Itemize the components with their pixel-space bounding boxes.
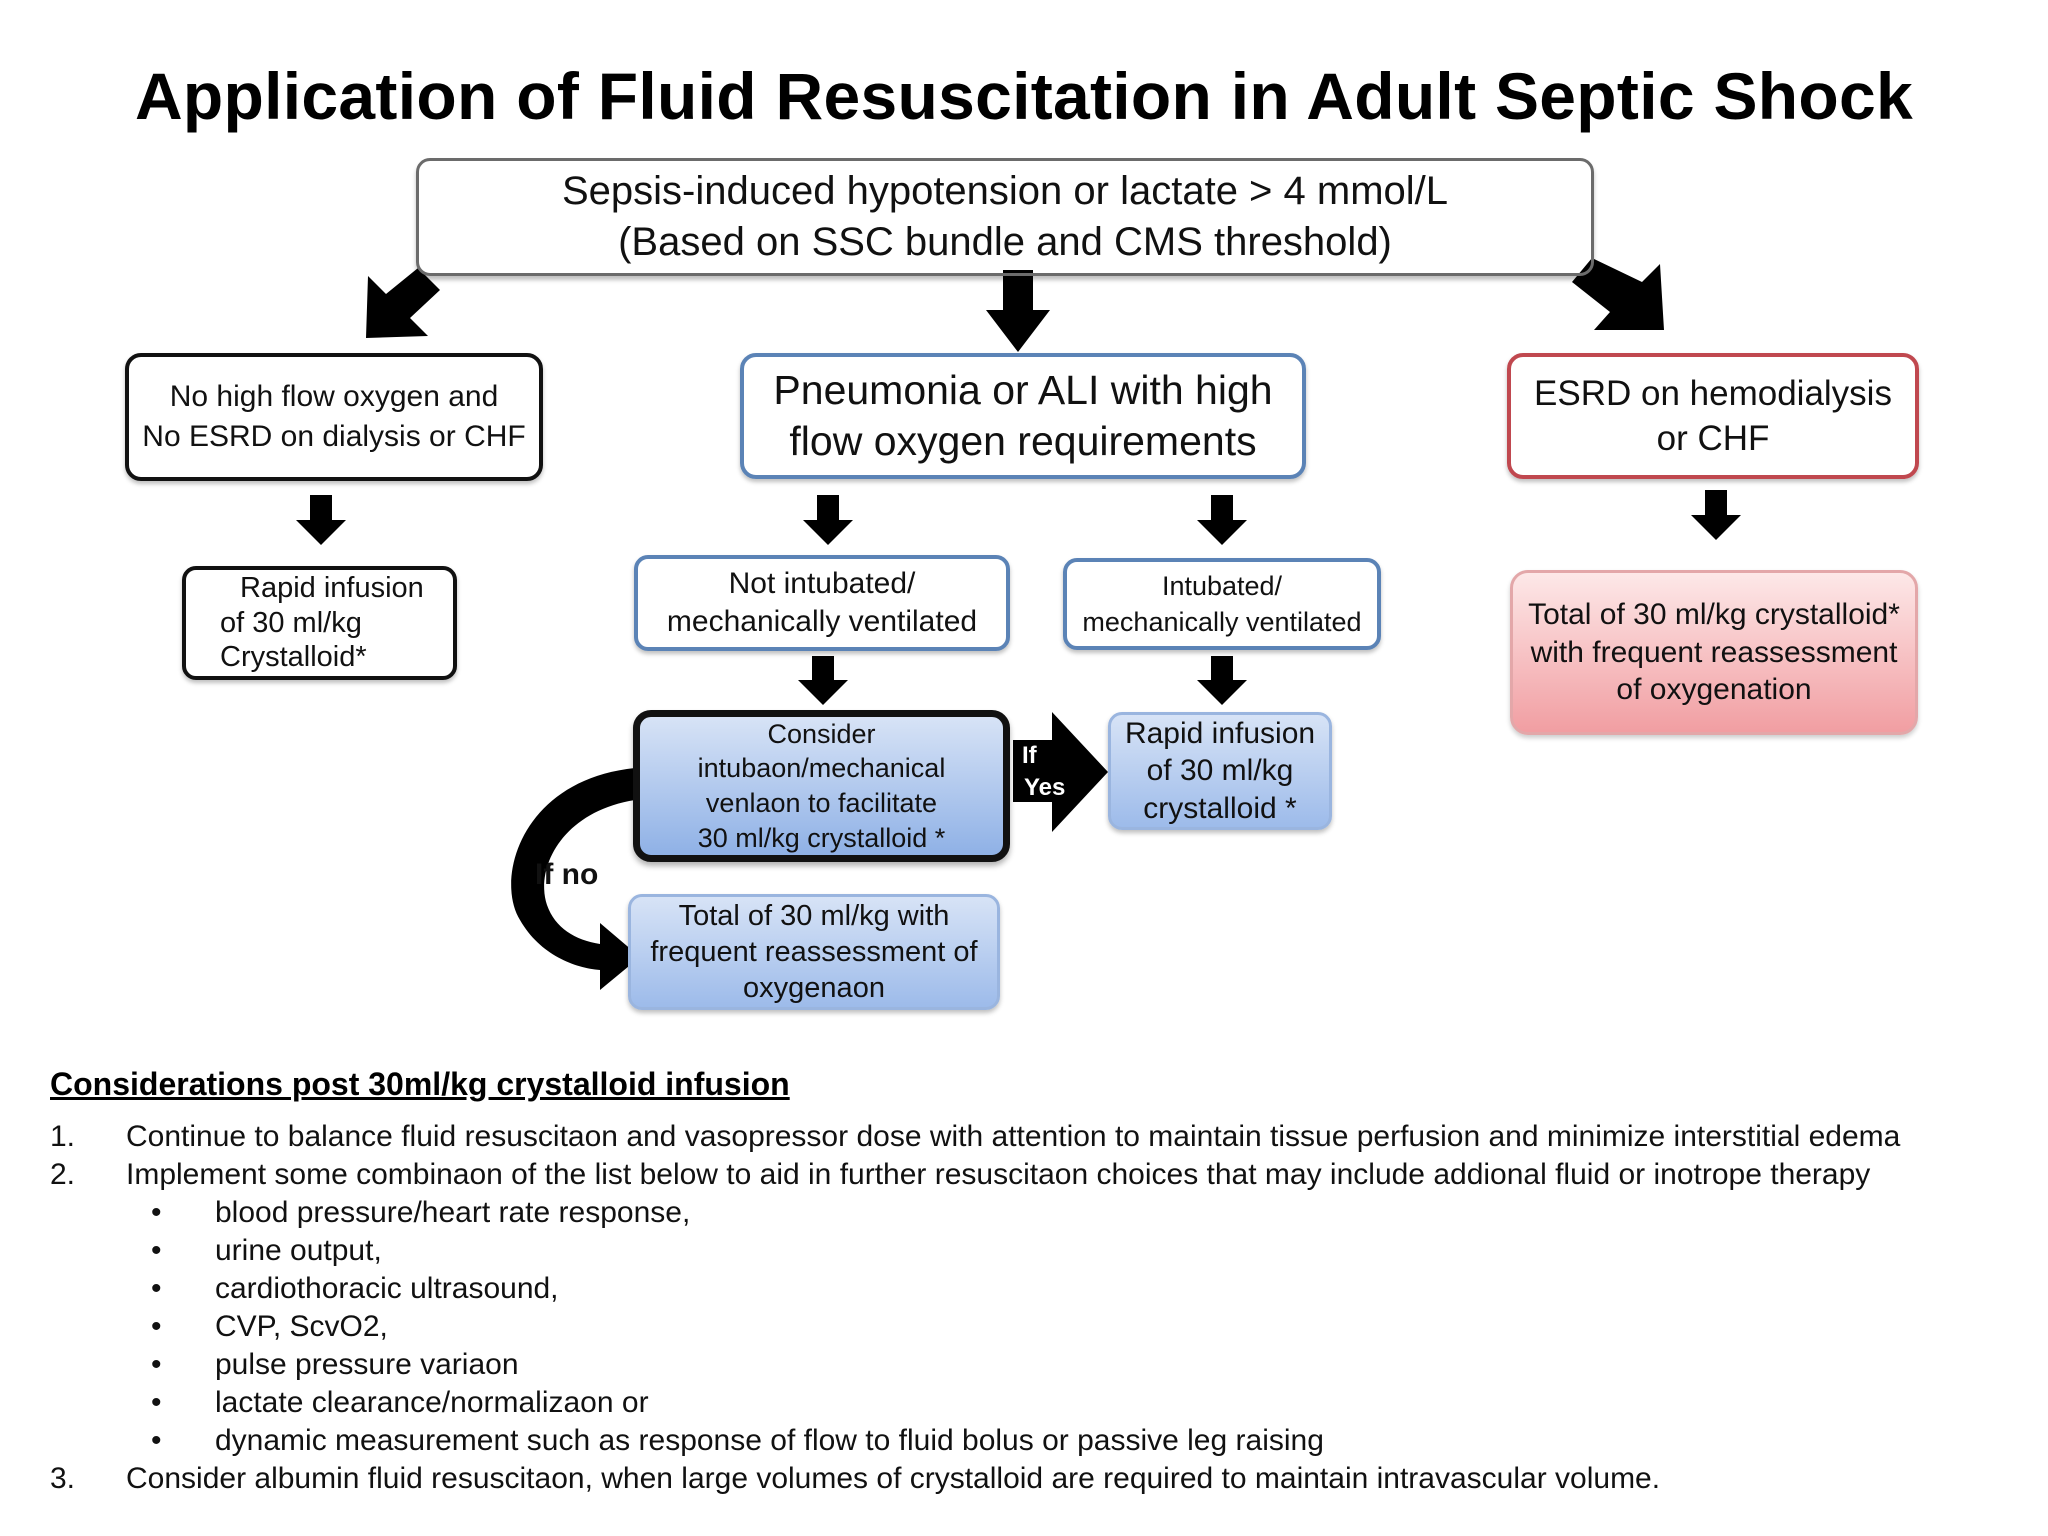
rapid-left-line3: Crystalloid*	[220, 641, 367, 674]
consider-intubation-box: Consider intubaon/mechanical venlaon to …	[633, 710, 1010, 862]
bullet-text: dynamic measurement such as response of …	[215, 1424, 1324, 1457]
total-right-line2: with frequent reassessment	[1530, 635, 1898, 669]
intubated-box: Intubated/ mechanically ventilated	[1063, 558, 1381, 650]
sepsis-criteria-box: Sepsis-induced hypotension or lactate > …	[416, 158, 1594, 276]
arrow-int-down	[1197, 656, 1247, 705]
item-text: Implement some combinaon of the list bel…	[126, 1158, 1871, 1191]
bullet-text: lactate clearance/normalizaon or	[215, 1386, 649, 1419]
total-right-line1: Total of 30 ml/kg crystalloid*	[1528, 598, 1900, 632]
bullet-item-2: • urine output,	[0, 1234, 2048, 1272]
arrow-mid-left-down	[803, 495, 853, 545]
bullet-text: blood pressure/heart rate response,	[215, 1196, 691, 1229]
item-text: Continue to balance fluid resuscitaon an…	[126, 1120, 1901, 1153]
bullet-text: CVP, ScvO2,	[215, 1310, 388, 1343]
bullet-text: urine output,	[215, 1234, 382, 1267]
if-yes-line1: If	[1022, 742, 1037, 769]
bullet-item-7: • dynamic measurement such as response o…	[0, 1424, 2048, 1462]
not-intubated-line1: Not intubated/	[728, 566, 916, 600]
arrow-top-to-left	[366, 268, 440, 338]
esrd-line2: or CHF	[1656, 419, 1770, 458]
consider-line3: venlaon to facilitate	[705, 788, 938, 818]
no-high-flow-oxygen-box: No high flow oxygen and No ESRD on dialy…	[125, 353, 543, 481]
rapid-left-line2: of 30 ml/kg	[220, 606, 362, 639]
total-reassessment-middle-box: Total of 30 ml/kg with frequent reassess…	[628, 894, 1000, 1010]
consider-line2: intubaon/mechanical	[697, 753, 946, 784]
total-mid-line2: frequent reassessment of	[650, 935, 978, 968]
bullet-icon: •	[151, 1310, 162, 1343]
arrow-mid-right-down	[1197, 495, 1247, 545]
considerations-heading: Considerations post 30ml/kg crystalloid …	[50, 1066, 790, 1102]
if-yes-line2: Yes	[1024, 774, 1066, 802]
intubated-line2: mechanically ventilated	[1082, 607, 1362, 637]
bullet-item-3: • cardiothoracic ultrasound,	[0, 1272, 2048, 1310]
rapid-mid-line3: crystalloid *	[1143, 791, 1297, 825]
rapid-infusion-left-box: Rapid infusion of 30 ml/kg Crystalloid*	[182, 566, 457, 680]
bullet-item-4: • CVP, ScvO2,	[0, 1310, 2048, 1348]
bullet-item-5: • pulse pressure variaon	[0, 1348, 2048, 1386]
consider-line4: 30 ml/kg crystalloid *	[697, 822, 946, 853]
esrd-chf-box: ESRD on hemodialysis or CHF	[1507, 353, 1919, 479]
total-mid-line3: oxygenaon	[743, 972, 885, 1005]
bullet-item-1: • blood pressure/heart rate response,	[0, 1196, 2048, 1234]
if-yes-label: If Yes	[1022, 740, 1065, 805]
bullet-icon: •	[151, 1386, 162, 1419]
not-intubated-box: Not intubated/ mechanically ventilated	[634, 555, 1010, 651]
item-number: 2.	[50, 1158, 76, 1191]
arrow-if-no	[511, 768, 640, 990]
arrow-top-to-middle	[986, 270, 1050, 352]
consideration-item-3: 3. Consider albumin fluid resuscitaon, w…	[0, 1462, 2048, 1500]
total-mid-line1: Total of 30 ml/kg with	[678, 899, 950, 932]
pneumonia-line2: flow oxygen requirements	[789, 418, 1257, 464]
item-number: 3.	[50, 1462, 76, 1495]
sepsis-criteria-line2: (Based on SSC bundle and CMS threshold)	[618, 220, 1392, 264]
sepsis-criteria-line1: Sepsis-induced hypotension or lactate > …	[561, 168, 1449, 213]
arrow-left-down	[296, 495, 346, 545]
bullet-icon: •	[151, 1272, 162, 1305]
rapid-infusion-middle-box: Rapid infusion of 30 ml/kg crystalloid *	[1108, 712, 1332, 830]
bullet-text: cardiothoracic ultrasound,	[215, 1272, 559, 1305]
if-no-label: If no	[535, 858, 599, 891]
total-right-line3: of oxygenation	[1616, 673, 1812, 707]
pneumonia-line1: Pneumonia or ALI with high	[773, 366, 1273, 413]
item-text: Consider albumin fluid resuscitaon, when…	[126, 1462, 1661, 1495]
consideration-item-2: 2. Implement some combinaon of the list …	[0, 1158, 2048, 1196]
bullet-text: pulse pressure variaon	[215, 1348, 519, 1381]
bullet-icon: •	[151, 1196, 162, 1229]
rapid-mid-line2: of 30 ml/kg	[1146, 754, 1294, 788]
page-title: Application of Fluid Resuscitation in Ad…	[134, 59, 1914, 133]
rapid-left-line1: Rapid infusion	[240, 571, 424, 604]
consider-line1: Consider	[767, 718, 876, 749]
rapid-mid-line1: Rapid infusion	[1124, 716, 1316, 750]
intubated-line1: Intubated/	[1161, 570, 1283, 601]
arrow-right-down	[1691, 490, 1741, 540]
arrow-if-yes	[1013, 712, 1108, 832]
total-crystalloid-right-box: Total of 30 ml/kg crystalloid* with freq…	[1510, 570, 1918, 735]
esrd-line1: ESRD on hemodialysis	[1534, 373, 1892, 413]
consideration-item-1: 1. Continue to balance fluid resuscitaon…	[0, 1120, 2048, 1158]
arrow-notint-down	[798, 656, 848, 705]
not-intubated-line2: mechanically ventilated	[666, 605, 978, 638]
arrow-top-to-right	[1572, 258, 1664, 330]
pneumonia-ali-box: Pneumonia or ALI with high flow oxygen r…	[740, 353, 1306, 479]
no-high-flow-line2: No ESRD on dialysis or CHF	[142, 420, 526, 453]
bullet-icon: •	[151, 1424, 162, 1457]
no-high-flow-line1: No high flow oxygen and	[169, 380, 499, 414]
bullet-icon: •	[151, 1348, 162, 1381]
bullet-icon: •	[151, 1234, 162, 1267]
item-number: 1.	[50, 1120, 76, 1153]
bullet-item-6: • lactate clearance/normalizaon or	[0, 1386, 2048, 1424]
